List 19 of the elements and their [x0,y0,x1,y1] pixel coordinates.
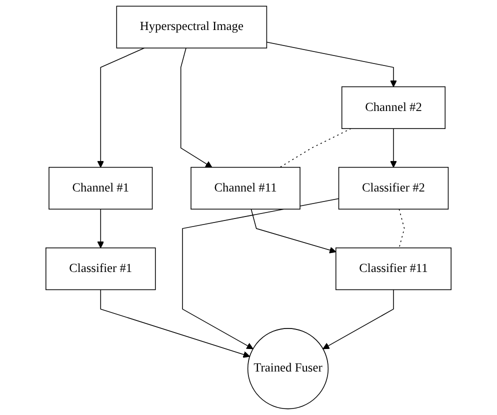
node-box: Channel #1 [48,166,153,210]
node-box: Hyperspectral Image [116,6,268,48]
connector [280,128,352,168]
node-box: Classifier #2 [338,166,449,210]
node-box: Channel #11 [190,166,300,210]
arrow [97,48,145,168]
arrow [180,48,212,168]
arrow [266,42,397,88]
connector [398,208,405,248]
arrow [322,289,394,350]
node-box: Channel #2 [341,86,446,129]
arrow [250,208,336,254]
arrow [390,128,397,168]
node-box: Classifier #1 [46,247,156,290]
arrow [97,208,104,248]
arrow [182,198,340,350]
arrow [100,289,250,358]
node-box: Classifier #11 [336,247,452,290]
node-circle: Trained Fuser [247,328,329,410]
